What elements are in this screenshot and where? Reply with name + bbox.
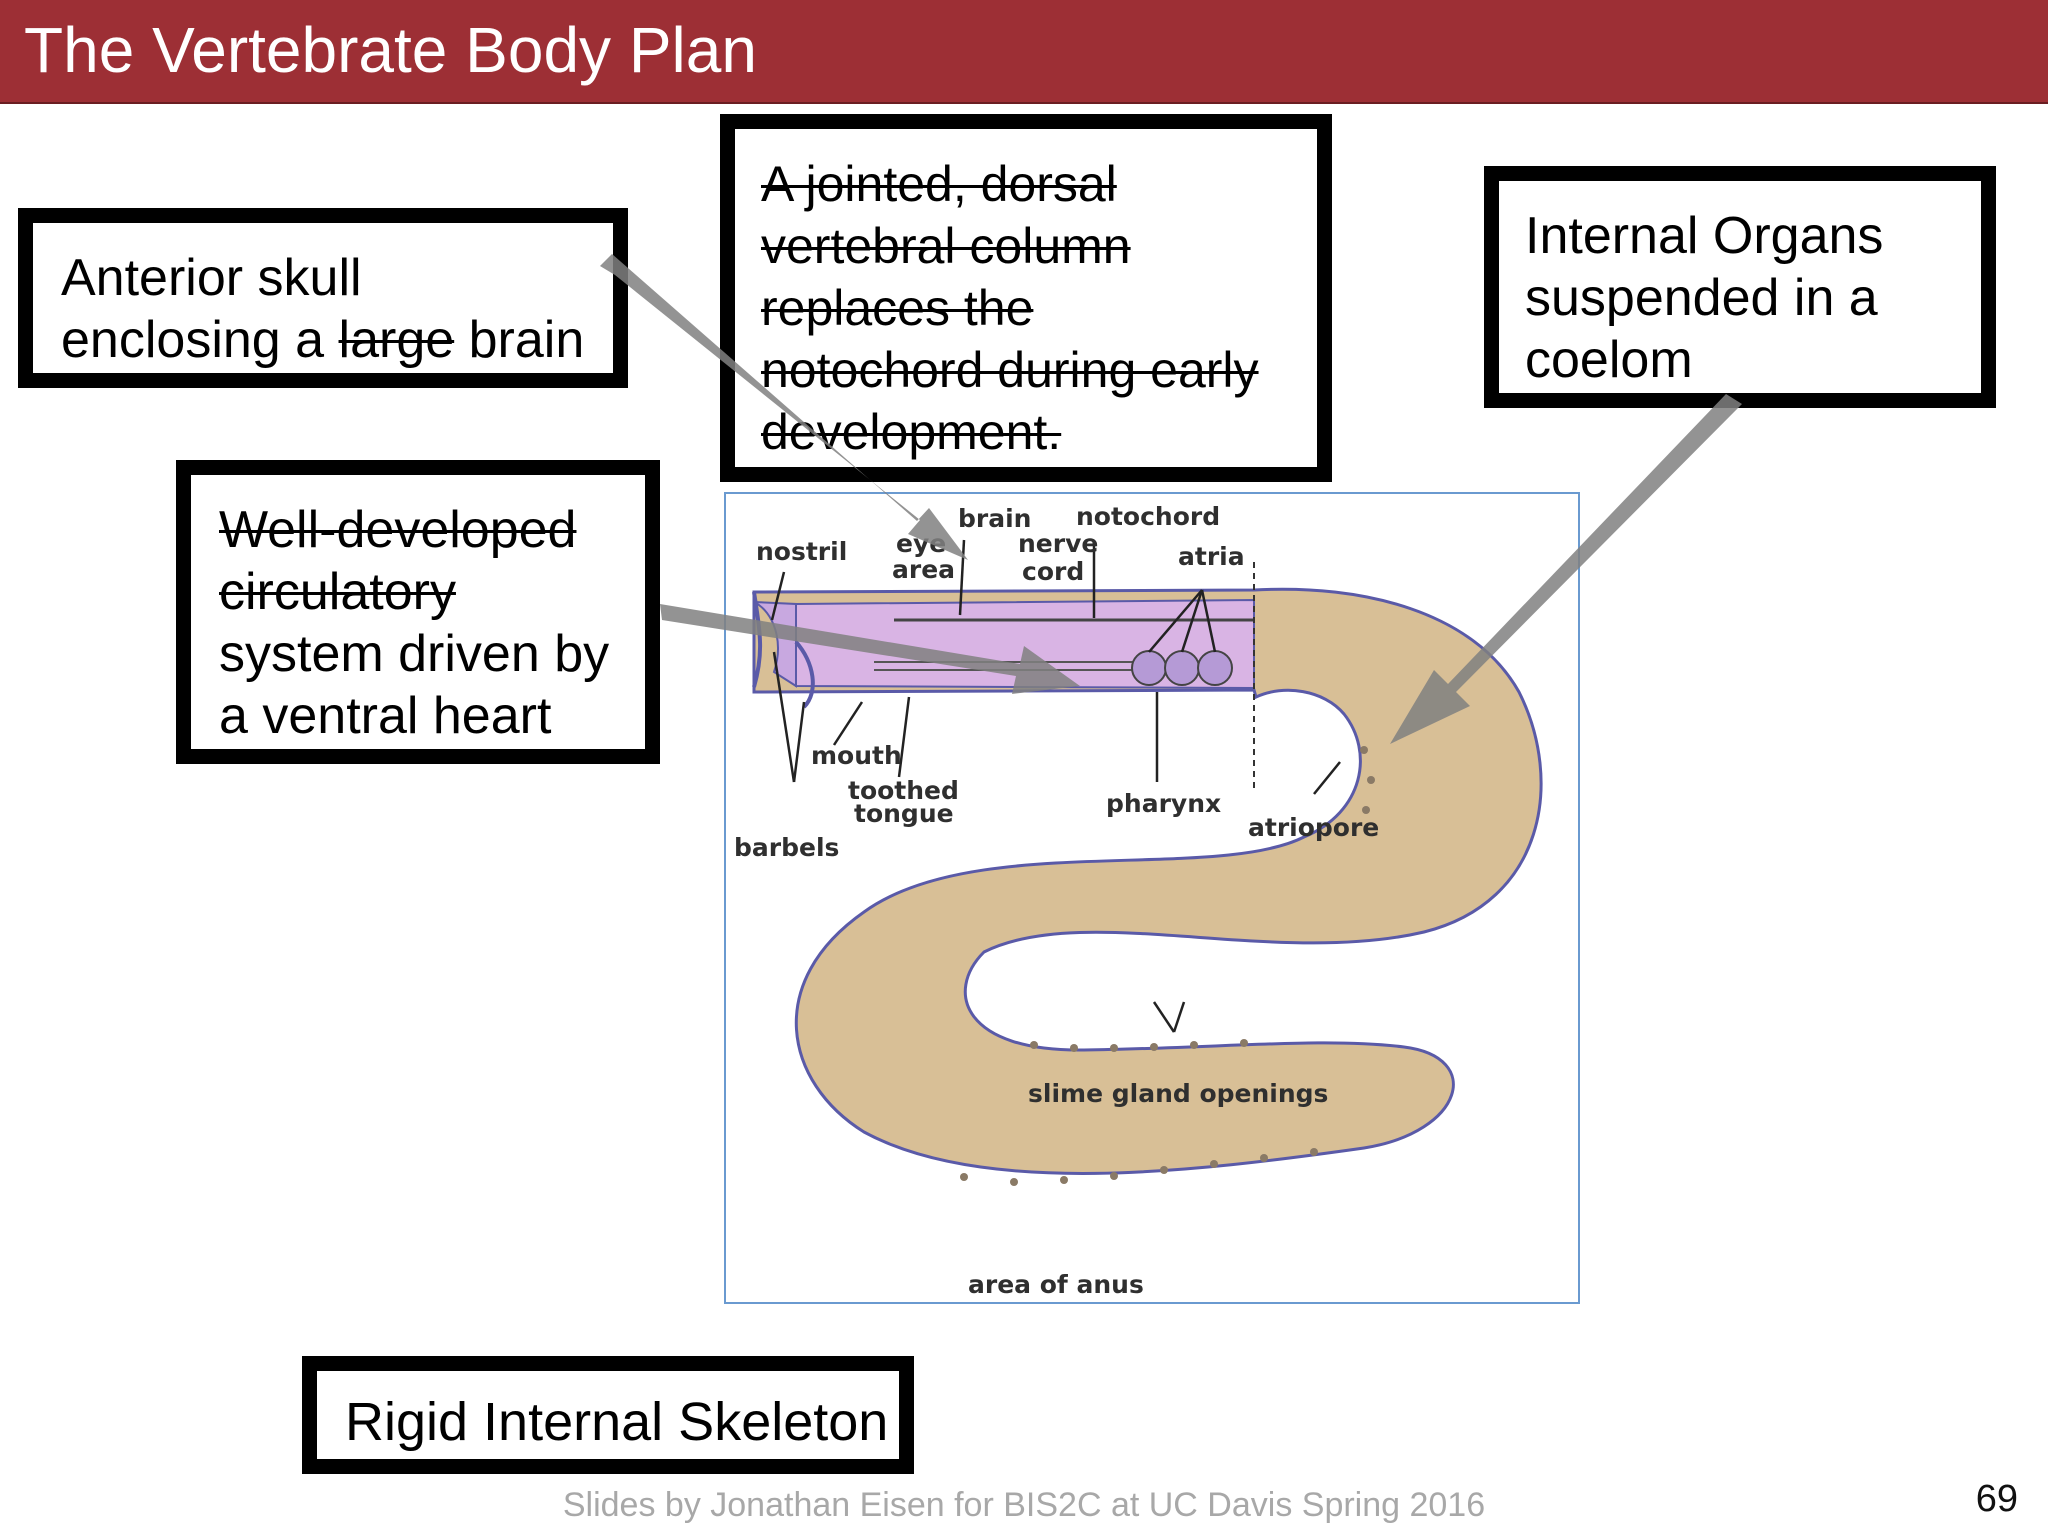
callout-coelom-line: coelom [1525,331,1693,389]
callout-vertebral-line: notochord during early [761,342,1259,398]
slide-footer: Slides by Jonathan Eisen for BIS2C at UC… [562,1486,1486,1524]
label-toothed: toothed [848,776,959,805]
label-barbels: barbels [734,833,839,862]
callout-skull-suffix: brain [454,311,585,369]
callout-skull-struck-word: large [338,311,455,369]
callout-skull-prefix: enclosing a [61,311,339,369]
slide-title: The Vertebrate Body Plan [24,14,757,86]
callout-skull-line1: Anterior skull [61,249,362,307]
label-area: area [892,555,955,584]
callout-vertebral-column: A jointed, dorsal vertebral column repla… [720,114,1332,482]
callout-circ-struck-line: Well-developed [219,501,577,559]
label-brain: brain [958,504,1031,533]
label-nerve: nerve [1018,529,1098,558]
hagfish-body [752,587,1543,1175]
callout-skull-line2: enclosing a large brain [61,309,613,371]
label-pharynx: pharynx [1106,789,1221,818]
label-cord: cord [1022,557,1084,586]
label-atriopore: atriopore [1248,813,1379,842]
callout-circ-struck-line: circulatory [219,563,456,621]
callout-anterior-skull: Anterior skull enclosing a large brain [18,208,628,388]
label-slime-gland-openings: slime gland openings [1028,1079,1328,1108]
title-bar: The Vertebrate Body Plan [0,0,2048,104]
callout-circulatory-system: Well-developed circulatory system driven… [176,460,660,764]
label-tongue: tongue [854,799,954,828]
label-eye: eye [896,529,946,558]
label-mouth: mouth [811,741,902,770]
callout-vertebral-line: replaces the [761,280,1034,336]
hagfish-diagram: nostril eye area brain nerve cord notoch… [724,492,1580,1304]
callout-coelom-line: suspended in a [1525,269,1878,327]
callout-circ-line: system driven by [219,625,610,683]
callout-rigid-skeleton: Rigid Internal Skeleton [302,1356,914,1474]
label-atria: atria [1178,542,1245,571]
callout-vertebral-line: A jointed, dorsal [761,156,1117,212]
callout-circ-line: a ventral heart [219,687,552,745]
label-nostril: nostril [756,537,847,566]
callout-internal-organs: Internal Organs suspended in a coelom [1484,166,1996,408]
label-notochord: notochord [1076,502,1220,531]
page-number: 69 [1975,1478,2018,1520]
callout-vertebral-line: vertebral column [761,218,1131,274]
slime-gland-dots [960,746,1375,1186]
label-area-of-anus: area of anus [968,1270,1144,1299]
callout-coelom-line: Internal Organs [1525,207,1884,265]
callout-skeleton-text: Rigid Internal Skeleton [345,1392,889,1452]
callout-vertebral-line: development. [761,404,1062,460]
atria-chambers [1131,650,1233,686]
